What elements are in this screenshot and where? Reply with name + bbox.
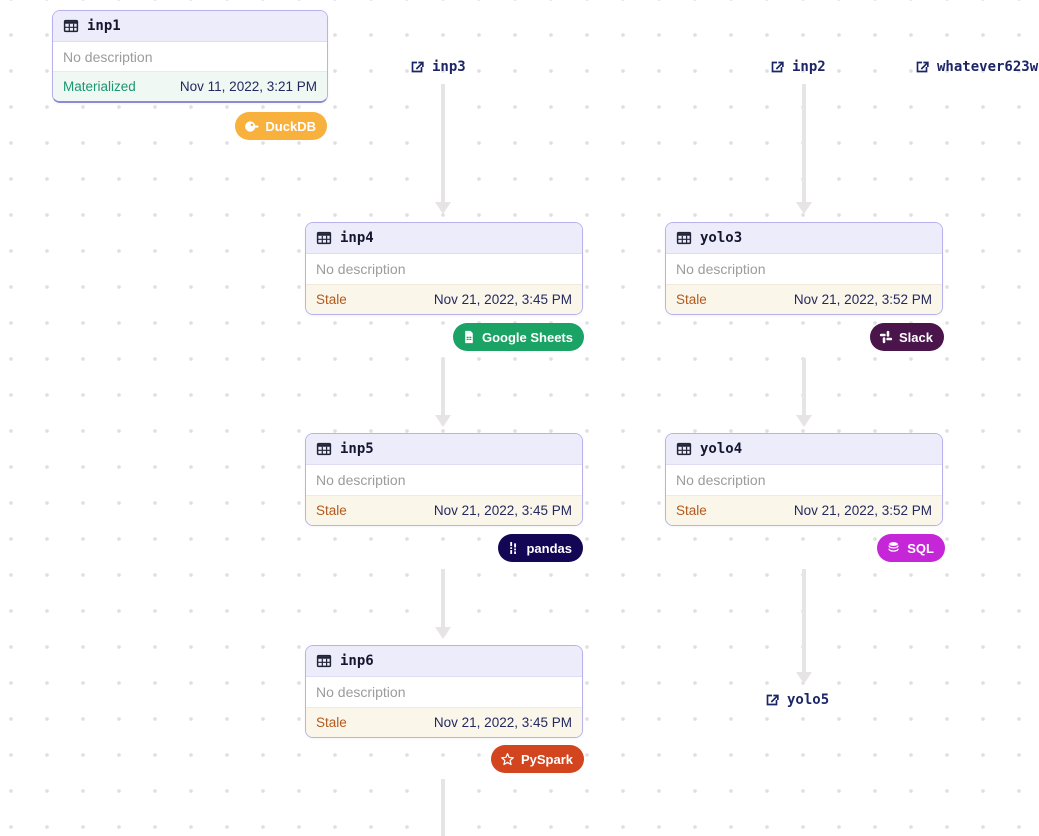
- table-icon: [63, 18, 79, 34]
- status-timestamp: Nov 21, 2022, 3:45 PM: [433, 292, 572, 307]
- asset-description: No description: [306, 254, 582, 284]
- linked-asset-inp2[interactable]: inp2: [769, 57, 826, 77]
- status-label: Stale: [676, 503, 707, 518]
- edge-inp2-yolo3: [796, 84, 812, 214]
- badge-pyspark[interactable]: PySpark: [490, 745, 584, 773]
- badge-sql[interactable]: SQL: [877, 534, 945, 562]
- badge-label: Google Sheets: [481, 329, 573, 345]
- asset-header: inp5: [306, 434, 582, 465]
- asset-node-inp6[interactable]: inp6 No description Stale Nov 21, 2022, …: [305, 645, 583, 738]
- asset-header: yolo4: [666, 434, 942, 465]
- status-label: Materialized: [63, 79, 136, 94]
- table-icon: [316, 441, 332, 457]
- asset-node-yolo4[interactable]: yolo4 No description Stale Nov 21, 2022,…: [665, 433, 943, 526]
- pandas-icon: [507, 541, 520, 555]
- asset-status-row: Stale Nov 21, 2022, 3:52 PM: [666, 495, 942, 525]
- external-link-icon: [769, 59, 785, 75]
- asset-description: No description: [306, 465, 582, 495]
- sql-database-icon: [886, 541, 901, 555]
- asset-header: inp1: [53, 11, 327, 42]
- slack-icon: [879, 330, 893, 344]
- badge-pandas[interactable]: pandas: [498, 534, 583, 562]
- asset-name: inp5: [340, 441, 374, 457]
- badge-label: SQL: [907, 540, 934, 556]
- badge-label: DuckDB: [265, 118, 316, 134]
- linked-asset-name: inp2: [792, 59, 826, 75]
- asset-status-row: Stale Nov 21, 2022, 3:52 PM: [666, 284, 942, 314]
- asset-name: yolo3: [700, 230, 743, 246]
- status-timestamp: Nov 21, 2022, 3:52 PM: [793, 292, 932, 307]
- asset-node-yolo3[interactable]: yolo3 No description Stale Nov 21, 2022,…: [665, 222, 943, 315]
- badge-label: pandas: [526, 540, 572, 556]
- asset-name: inp4: [340, 230, 374, 246]
- table-icon: [676, 230, 692, 246]
- external-link-icon: [914, 59, 930, 75]
- badge-slack[interactable]: Slack: [870, 323, 944, 351]
- edge-yolo4-yolo5: [796, 569, 812, 684]
- asset-name: yolo4: [700, 441, 743, 457]
- status-label: Stale: [676, 292, 707, 307]
- external-link-icon: [764, 692, 780, 708]
- asset-name: inp1: [87, 18, 121, 34]
- linked-asset-name: whatever623w: [937, 59, 1039, 75]
- duckdb-icon: [244, 119, 259, 134]
- asset-description: No description: [666, 254, 942, 284]
- asset-description: No description: [306, 677, 582, 707]
- status-timestamp: Nov 21, 2022, 3:45 PM: [433, 715, 572, 730]
- badge-label: PySpark: [520, 751, 573, 767]
- table-icon: [316, 230, 332, 246]
- google-sheets-icon: [462, 330, 476, 344]
- external-link-icon: [409, 59, 425, 75]
- asset-node-inp1[interactable]: inp1 No description Materialized Nov 11,…: [52, 10, 328, 103]
- linked-asset-name: yolo5: [787, 692, 830, 708]
- linked-asset-name: inp3: [432, 59, 466, 75]
- edge-yolo3-yolo4: [796, 358, 812, 427]
- edge-inp4-inp5: [435, 358, 451, 427]
- status-label: Stale: [316, 715, 347, 730]
- status-label: Stale: [316, 292, 347, 307]
- asset-status-row: Materialized Nov 11, 2022, 3:21 PM: [53, 71, 327, 101]
- table-icon: [676, 441, 692, 457]
- linked-asset-yolo5[interactable]: yolo5: [764, 690, 829, 710]
- asset-node-inp5[interactable]: inp5 No description Stale Nov 21, 2022, …: [305, 433, 583, 526]
- asset-header: inp4: [306, 223, 582, 254]
- asset-name: inp6: [340, 653, 374, 669]
- edge-inp6-down: [435, 779, 451, 836]
- edge-inp3-inp4: [435, 84, 451, 214]
- asset-status-row: Stale Nov 21, 2022, 3:45 PM: [306, 284, 582, 314]
- edge-inp5-inp6: [435, 569, 451, 639]
- badge-label: Slack: [899, 329, 933, 345]
- asset-status-row: Stale Nov 21, 2022, 3:45 PM: [306, 495, 582, 525]
- asset-node-inp4[interactable]: inp4 No description Stale Nov 21, 2022, …: [305, 222, 583, 315]
- asset-description: No description: [666, 465, 942, 495]
- asset-status-row: Stale Nov 21, 2022, 3:45 PM: [306, 707, 582, 737]
- pyspark-star-icon: [500, 752, 515, 767]
- table-icon: [316, 653, 332, 669]
- linked-asset-inp3[interactable]: inp3: [409, 57, 466, 77]
- linked-asset-whatever623w[interactable]: whatever623w: [914, 57, 1038, 77]
- asset-header: inp6: [306, 646, 582, 677]
- status-timestamp: Nov 21, 2022, 3:52 PM: [793, 503, 932, 518]
- status-label: Stale: [316, 503, 347, 518]
- asset-header: yolo3: [666, 223, 942, 254]
- status-timestamp: Nov 11, 2022, 3:21 PM: [179, 79, 317, 94]
- badge-google-sheets[interactable]: Google Sheets: [452, 323, 584, 351]
- status-timestamp: Nov 21, 2022, 3:45 PM: [433, 503, 572, 518]
- badge-duckdb[interactable]: DuckDB: [235, 112, 327, 140]
- asset-description: No description: [53, 42, 327, 71]
